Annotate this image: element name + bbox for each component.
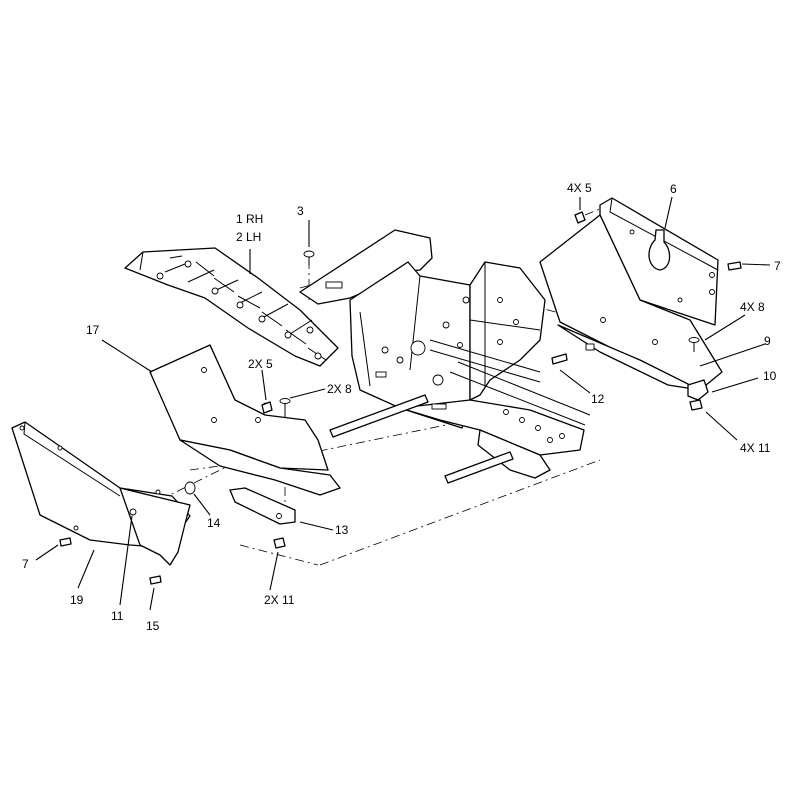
- label-4x8: 4X 8: [740, 300, 765, 314]
- label-3: 3: [297, 204, 304, 218]
- floor-pan-part: [149, 344, 341, 496]
- running-board-part: [124, 247, 339, 367]
- label-17: 17: [86, 323, 100, 337]
- label-7-right: 7: [774, 259, 781, 273]
- label-10: 10: [763, 369, 777, 383]
- label-12: 12: [591, 392, 605, 406]
- label-13: 13: [335, 523, 349, 537]
- label-7-left: 7: [22, 557, 29, 571]
- right-hardware: [551, 211, 742, 411]
- leader-lines: [35, 196, 771, 611]
- label-19: 19: [70, 593, 84, 607]
- side-panel-right-part: [539, 197, 723, 391]
- label-2-lh: 2 LH: [236, 230, 261, 244]
- label-4x11: 4X 11: [740, 441, 771, 455]
- label-6: 6: [670, 182, 677, 196]
- label-14: 14: [207, 516, 221, 530]
- label-2x11: 2X 11: [264, 593, 295, 607]
- carriage-bolt-part: [303, 250, 315, 266]
- label-15: 15: [146, 619, 160, 633]
- side-panel-left-part: [11, 421, 191, 585]
- callout-labels: 1 RH 2 LH 3 4X 5 6 7 4X 8 9 10 4X 11 12 …: [22, 181, 781, 633]
- center-hardware: [184, 398, 296, 549]
- label-9: 9: [764, 334, 771, 348]
- label-11: 11: [111, 609, 124, 623]
- label-1-rh: 1 RH: [236, 212, 263, 226]
- label-2x8: 2X 8: [327, 382, 352, 396]
- label-2x5: 2X 5: [248, 357, 273, 371]
- main-frame-part: [299, 229, 591, 484]
- label-4x5: 4X 5: [567, 181, 592, 195]
